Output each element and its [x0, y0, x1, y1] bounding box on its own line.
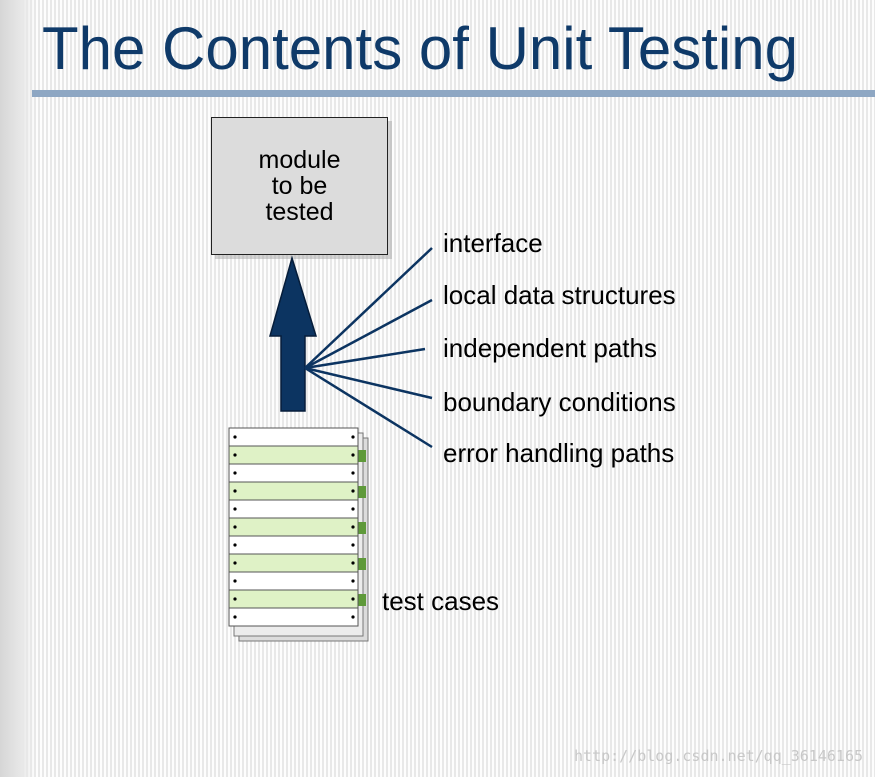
test-case-row — [228, 589, 359, 609]
slide-title: The Contents of Unit Testing — [42, 15, 798, 82]
row-dot — [233, 579, 237, 583]
row-dot — [233, 615, 237, 619]
test-case-row — [228, 571, 359, 591]
aspect-boundary-conditions: boundary conditions — [443, 387, 676, 417]
test-case-row — [228, 517, 359, 537]
test-case-row — [228, 553, 359, 573]
fan-line-independent-paths — [304, 347, 426, 370]
fan-line-interface — [304, 247, 433, 369]
module-box: module to be tested — [211, 117, 388, 255]
row-dot — [351, 543, 355, 547]
row-dot — [351, 489, 355, 493]
row-dot — [233, 435, 237, 439]
slide-left-band — [0, 0, 36, 777]
row-dot — [233, 543, 237, 547]
aspect-local-data-structures: local data structures — [443, 280, 676, 310]
fan-line-local-data — [304, 298, 433, 370]
title-rule — [32, 90, 875, 97]
row-tab — [358, 558, 366, 570]
row-dot — [351, 579, 355, 583]
row-dot — [233, 597, 237, 601]
row-dot — [351, 453, 355, 457]
row-tab — [358, 450, 366, 462]
row-dot — [233, 561, 237, 565]
test-case-row — [228, 607, 359, 627]
test-case-row — [228, 499, 359, 519]
test-case-row — [228, 445, 359, 465]
up-arrow — [269, 255, 318, 412]
row-dot — [351, 615, 355, 619]
aspect-error-handling-paths: error handling paths — [443, 438, 675, 468]
row-dot — [233, 471, 237, 475]
watermark: http://blog.csdn.net/qq_36146165 — [574, 747, 863, 765]
fan-line-error-handling — [304, 366, 433, 449]
test-case-row — [228, 481, 359, 501]
fan-lines — [304, 247, 433, 449]
row-dot — [233, 489, 237, 493]
aspect-independent-paths: independent paths — [443, 333, 657, 363]
row-dot — [233, 507, 237, 511]
test-case-row — [228, 463, 359, 483]
row-dot — [351, 507, 355, 511]
row-dot — [351, 525, 355, 529]
row-dot — [351, 597, 355, 601]
row-dot — [351, 471, 355, 475]
test-case-row — [228, 535, 359, 555]
row-dot — [351, 561, 355, 565]
test-case-rows — [228, 427, 366, 627]
row-dot — [233, 525, 237, 529]
row-dot — [351, 435, 355, 439]
aspect-interface: interface — [443, 228, 543, 258]
test-cases-label: test cases — [382, 586, 500, 616]
row-tab — [358, 486, 366, 498]
row-tab — [358, 594, 366, 606]
module-line-2: to be — [271, 172, 328, 200]
module-line-3: tested — [265, 198, 334, 226]
module-line-1: module — [258, 146, 341, 174]
row-tab — [358, 522, 366, 534]
row-dot — [233, 453, 237, 457]
test-case-row — [228, 427, 359, 447]
fan-line-boundary — [304, 366, 433, 400]
test-case-stack — [228, 427, 369, 642]
